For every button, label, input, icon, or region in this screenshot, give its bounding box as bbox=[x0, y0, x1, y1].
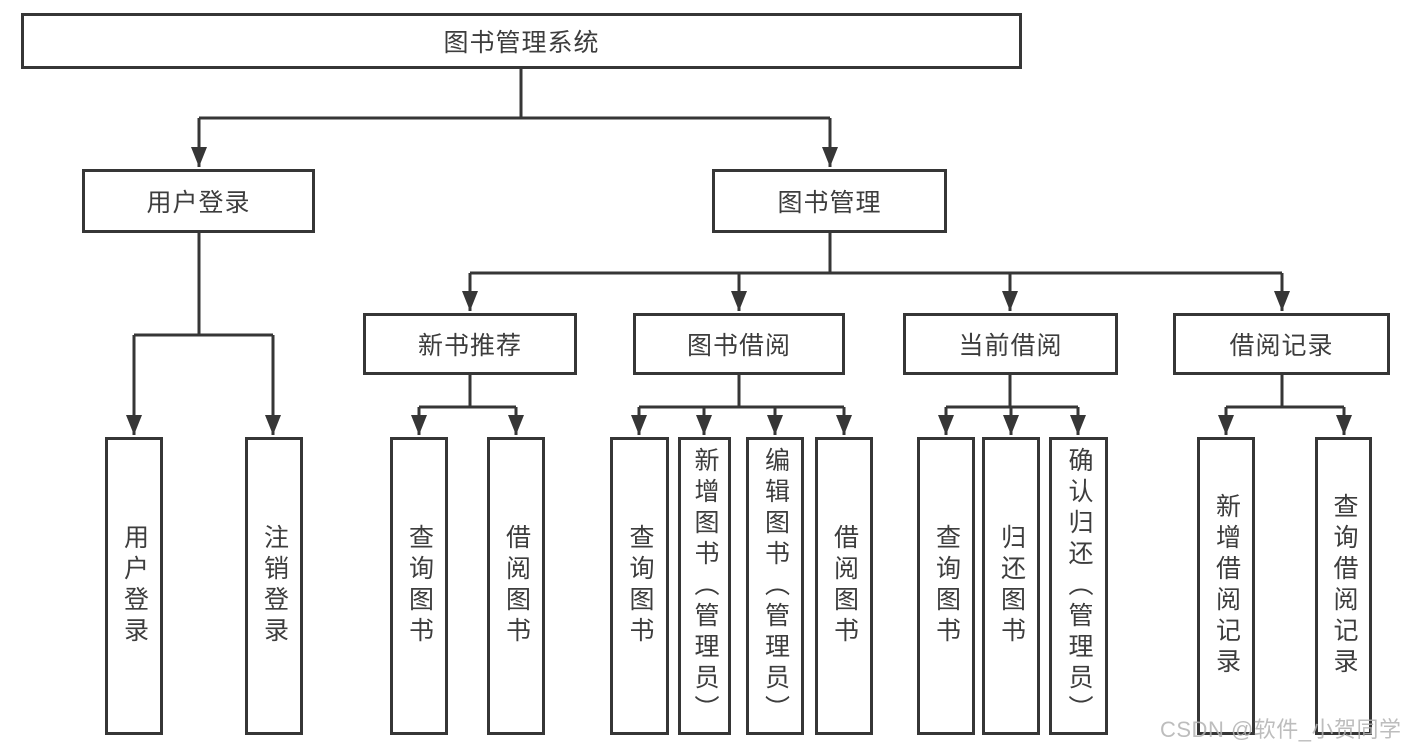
node-label: 用户登录 bbox=[120, 524, 149, 648]
node-system-root: 图书管理系统 bbox=[21, 13, 1022, 69]
leaf-query-books-recommend: 查询图书 bbox=[390, 437, 448, 735]
leaf-query-borrow-record: 查询借阅记录 bbox=[1315, 437, 1372, 735]
node-label: 借阅图书 bbox=[830, 524, 859, 648]
node-label: 归还图书 bbox=[997, 524, 1026, 648]
node-borrowing-records: 借阅记录 bbox=[1173, 313, 1390, 375]
node-label: 图书管理系统 bbox=[443, 29, 600, 57]
trunk-new-book-recommendation bbox=[419, 375, 516, 409]
node-label: 编辑图书（管理员） bbox=[761, 446, 790, 726]
node-user-login: 用户登录 bbox=[82, 169, 315, 233]
node-label: 确认归还（管理员） bbox=[1065, 446, 1093, 726]
leaf-edit-books-admin: 编辑图书（管理员） bbox=[746, 437, 804, 735]
leaf-query-books-borrowing: 查询图书 bbox=[610, 437, 669, 735]
node-current-borrowing: 当前借阅 bbox=[903, 313, 1118, 375]
node-label: 查询图书 bbox=[932, 524, 961, 648]
node-book-borrowing: 图书借阅 bbox=[633, 313, 845, 375]
trunk-current-borrowing bbox=[946, 375, 1078, 409]
trunk-root bbox=[199, 69, 830, 120]
node-label: 查询借阅记录 bbox=[1330, 493, 1358, 679]
leaf-borrow-books: 借阅图书 bbox=[815, 437, 873, 735]
node-label: 查询图书 bbox=[405, 524, 434, 648]
node-label: 查询图书 bbox=[626, 524, 654, 648]
trunk-borrowing-records bbox=[1226, 375, 1344, 409]
node-label: 注销登录 bbox=[260, 524, 289, 648]
leaf-logout: 注销登录 bbox=[245, 437, 303, 735]
node-label: 借阅记录 bbox=[1229, 332, 1334, 360]
watermark: CSDN @软件_小贺同学 bbox=[1160, 717, 1402, 742]
leaf-add-books-admin: 新增图书（管理员） bbox=[678, 437, 731, 735]
leaf-add-borrow-record: 新增借阅记录 bbox=[1197, 437, 1255, 735]
node-new-book-recommendation: 新书推荐 bbox=[363, 313, 577, 375]
leaf-confirm-return-admin: 确认归还（管理员） bbox=[1049, 437, 1108, 735]
node-label: 用户登录 bbox=[146, 189, 251, 217]
leaf-return-books: 归还图书 bbox=[982, 437, 1040, 735]
trunk-user-login bbox=[134, 233, 273, 337]
node-label: 当前借阅 bbox=[958, 332, 1063, 360]
node-label: 新增借阅记录 bbox=[1212, 493, 1241, 679]
leaf-query-books-current: 查询图书 bbox=[917, 437, 975, 735]
node-label: 新增图书（管理员） bbox=[691, 446, 719, 726]
leaf-borrow-books-recommend: 借阅图书 bbox=[487, 437, 545, 735]
node-label: 借阅图书 bbox=[502, 524, 531, 648]
node-label: 图书管理 bbox=[777, 189, 882, 217]
node-label: 图书借阅 bbox=[686, 332, 791, 360]
node-book-management: 图书管理 bbox=[712, 169, 947, 233]
leaf-user-login: 用户登录 bbox=[105, 437, 163, 735]
trunk-book-borrowing bbox=[639, 375, 844, 409]
trunk-book-management bbox=[470, 233, 1282, 275]
node-label: 新书推荐 bbox=[417, 332, 522, 360]
